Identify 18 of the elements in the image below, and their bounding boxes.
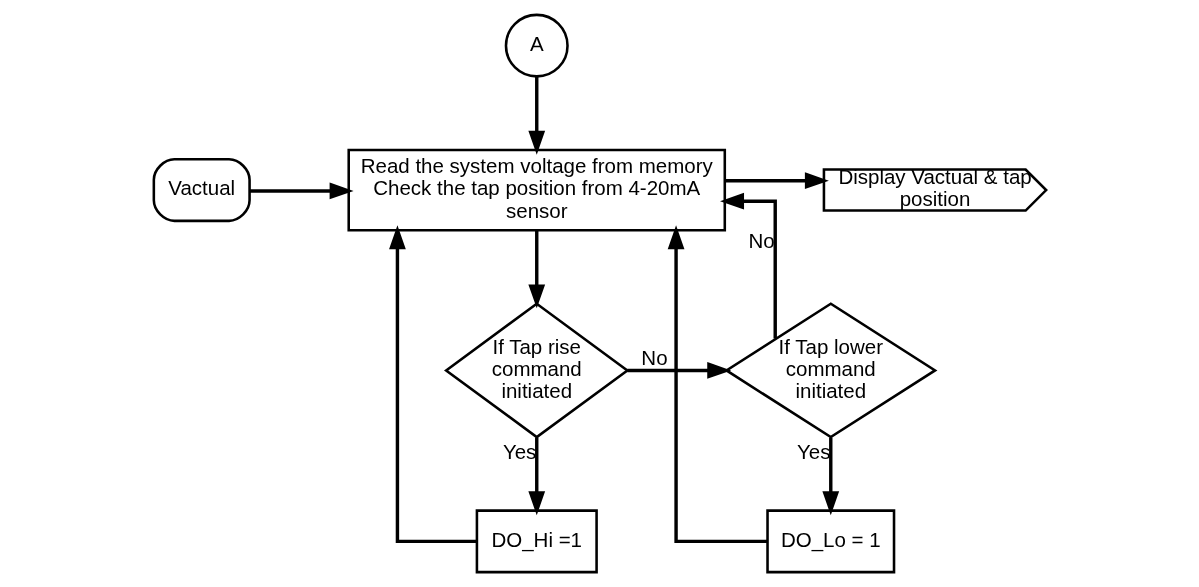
node-box: DO_Hi =1 [475, 509, 598, 574]
node-box: Read the system voltage from memory Check the tap position from 4-20mA sensor [346, 148, 726, 232]
node-diamond: If Tap rise command initiated [443, 302, 629, 439]
node-box: Vactual [152, 158, 251, 223]
arrow [719, 192, 777, 339]
arrow [626, 362, 731, 379]
arrow [527, 77, 545, 155]
node-box: DO_Lo = 1 [765, 509, 895, 574]
edge-label: No [640, 345, 668, 369]
arrow [667, 225, 767, 544]
edge-label: No [747, 228, 775, 252]
arrow [388, 225, 477, 544]
arrow [724, 172, 829, 190]
arrow [527, 437, 545, 516]
arrow [821, 437, 839, 516]
node-circle: A [504, 13, 569, 78]
arrow [527, 230, 545, 309]
arrow [249, 182, 354, 200]
